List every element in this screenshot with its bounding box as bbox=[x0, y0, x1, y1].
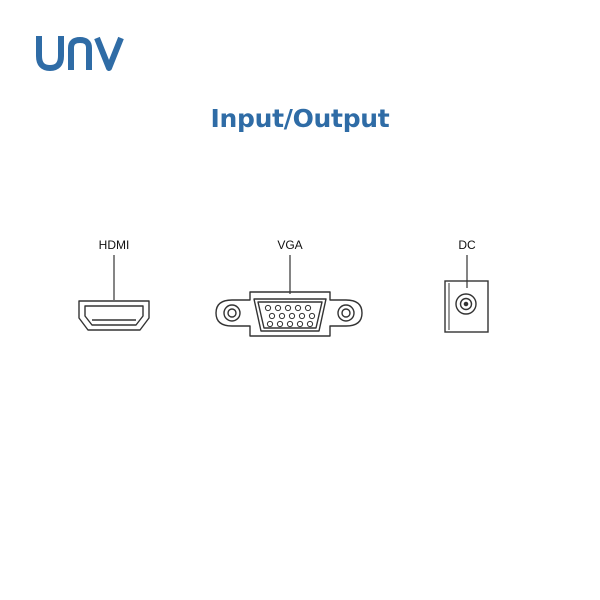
hdmi-port-icon bbox=[78, 300, 150, 331]
unv-logo bbox=[36, 36, 124, 71]
dc-jack-icon bbox=[444, 280, 489, 333]
vga-port-icon bbox=[215, 291, 363, 337]
vga-pins bbox=[264, 304, 316, 328]
hdmi-label: HDMI bbox=[98, 238, 130, 252]
page-title: Input/Output bbox=[210, 104, 390, 133]
dc-label: DC bbox=[458, 238, 476, 252]
vga-label: VGA bbox=[277, 238, 303, 252]
